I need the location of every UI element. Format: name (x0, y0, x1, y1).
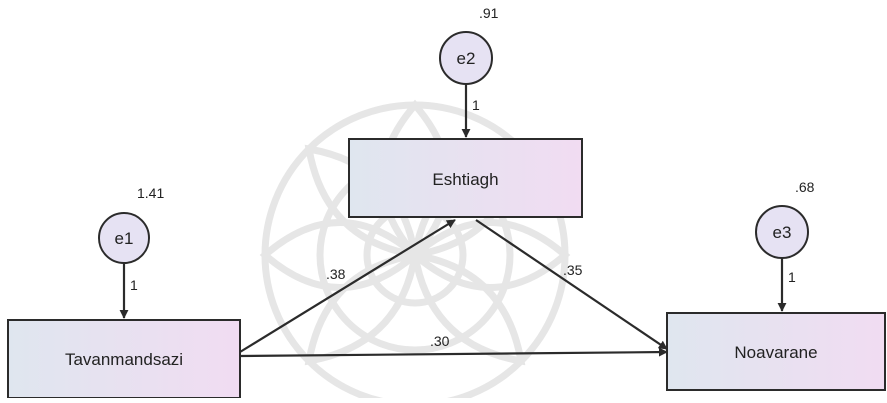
coef-esh-noa: .35 (563, 262, 583, 278)
e2-variance: .91 (479, 5, 499, 21)
tavanmandsazi-label: Tavanmandsazi (65, 350, 183, 369)
tavanmandsazi-box (7, 319, 241, 399)
e3-circle (755, 205, 809, 259)
e2-label: e2 (457, 49, 476, 68)
path-tavanmandsazi-to-eshtiagh (239, 219, 456, 353)
e1-variance: 1.41 (137, 185, 164, 201)
e3-loading: 1 (788, 269, 796, 285)
e1-loading: 1 (130, 277, 138, 293)
e3-label: e3 (773, 223, 792, 242)
e1-label: e1 (115, 229, 134, 248)
noavarane-box (666, 312, 886, 391)
path-tavanmandsazi-to-noavarane (239, 347, 668, 358)
coef-tav-noa: .30 (430, 333, 450, 349)
eshtiagh-box (348, 138, 583, 218)
e3-variance: .68 (795, 179, 815, 195)
eshtiagh-label: Eshtiagh (432, 170, 498, 189)
e2-circle (439, 31, 493, 85)
e1-circle (98, 212, 150, 264)
noavarane-label: Noavarane (734, 343, 817, 362)
path-eshtiagh-to-noavarane (475, 219, 668, 350)
coef-tav-esh: .38 (326, 266, 346, 282)
e2-loading: 1 (472, 97, 480, 113)
